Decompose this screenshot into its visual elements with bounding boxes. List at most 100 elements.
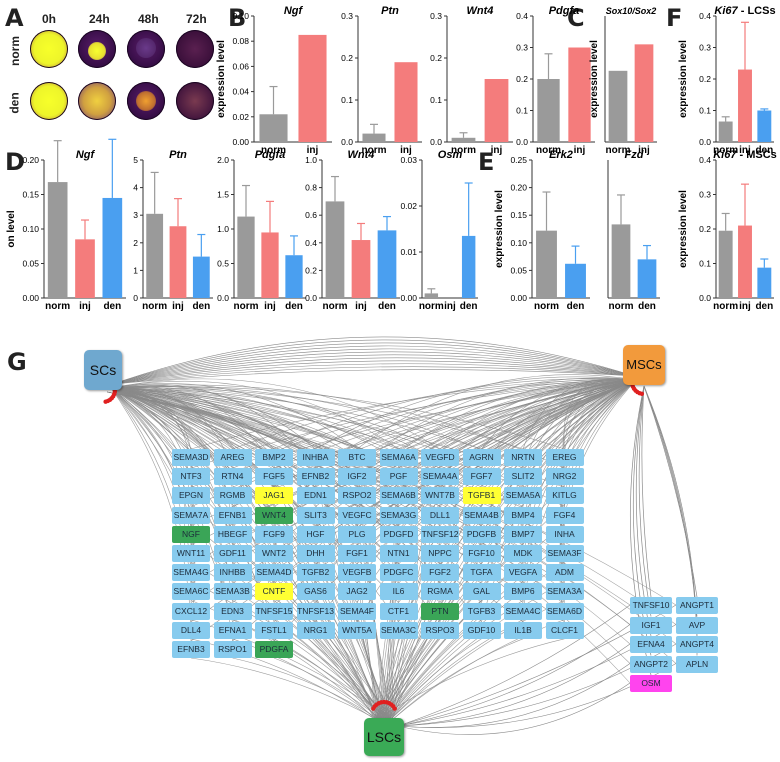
y-tick-label: 0.25 (510, 155, 527, 165)
y-axis-label: expression level (494, 190, 505, 268)
gene-tgfb2: TGFB2 (296, 564, 335, 582)
gene-vegfc: VEGFC (338, 506, 376, 524)
edge-mscs (273, 378, 637, 450)
y-tick-label: 0.10 (22, 224, 39, 234)
bar-norm (718, 230, 733, 298)
y-axis-label: on level (6, 210, 17, 247)
gene-edn1: EDN1 (296, 487, 335, 505)
x-tick-label: inj (739, 145, 751, 156)
edge-mscs (315, 379, 637, 469)
gene-fgf10: FGF10 (462, 545, 501, 562)
gene-cntf: CNTF (255, 583, 293, 601)
y-tick-label: 0.1 (341, 95, 353, 105)
x-tick-label: norm (45, 301, 70, 312)
gene-rspo3: RSPO3 (421, 621, 459, 639)
edge-lscs (375, 638, 565, 721)
gene-inhbb: INHBB (213, 564, 252, 582)
y-tick-label: 1.0 (217, 224, 229, 234)
gene-tgfb1: TGFB1 (462, 487, 501, 505)
gene-vegfb: VEGFB (338, 564, 376, 582)
edge-scs-mscs (112, 369, 635, 385)
x-tick-label: inj (264, 301, 276, 312)
gene-btc: BTC (338, 449, 376, 466)
bar-norm (424, 293, 439, 298)
y-tick-label: 0.02 (232, 112, 249, 122)
x-tick-label: norm (419, 301, 444, 312)
x-tick-label: den (755, 145, 773, 156)
node-scs: SCs (84, 350, 122, 390)
edge-lscs (397, 682, 631, 735)
x-tick-label: den (460, 301, 478, 312)
x-tick-label: inj (574, 145, 586, 156)
bar-den (192, 256, 210, 298)
y-tick-label: 0.02 (400, 201, 417, 211)
gene-osm: OSM (630, 675, 672, 692)
gene-agrn: AGRN (462, 449, 501, 466)
x-tick-label: norm (609, 301, 634, 312)
edge-lscs (387, 638, 441, 721)
gene-dll1: DLL1 (421, 506, 459, 524)
gene-sema4d: SEMA4D (255, 564, 293, 582)
gene-nrg1: NRG1 (296, 621, 335, 639)
x-tick-label: norm (534, 301, 559, 312)
gene-jag2: JAG2 (338, 583, 376, 601)
gene-pdgfc: PDGFC (379, 564, 418, 582)
edge-mscs (356, 377, 637, 469)
gene-igf1: IGF1 (630, 616, 672, 634)
y-tick-label: 0.3 (341, 11, 353, 21)
x-tick-label: norm (606, 145, 631, 156)
x-tick-label: norm (713, 145, 738, 156)
bar-den (565, 263, 586, 298)
chart-title: Fzd (625, 149, 644, 161)
y-tick-label: 2.0 (217, 155, 229, 165)
chart-title: Ptn (169, 149, 187, 161)
y-tick-label: 0.0 (341, 137, 353, 147)
y-tick-label: 0.05 (510, 265, 527, 275)
x-tick-label: norm (713, 301, 738, 312)
y-tick-label: 0.00 (22, 293, 39, 303)
gene-hgf: HGF (296, 525, 335, 543)
edge-mscs (641, 385, 652, 598)
gene-sema4b: SEMA4B (462, 506, 501, 524)
bar-inj (169, 226, 187, 298)
y-tick-label: 1.5 (217, 190, 229, 200)
gene-mdk: MDK (504, 545, 542, 562)
panel-letter-e: E (478, 148, 495, 176)
y-tick-label: 3 (133, 210, 138, 220)
y-tick-label: 0.4 (699, 11, 711, 21)
chart-title: Pdgfa (549, 5, 580, 17)
gene-sema6b: SEMA6B (379, 487, 418, 505)
gene-angpt1: ANGPT1 (676, 597, 718, 614)
gene-tgfa: TGFA (462, 564, 501, 582)
edge-mscs (643, 385, 698, 656)
x-tick-label: inj (355, 301, 367, 312)
bar-norm (237, 216, 255, 298)
y-tick-label: 0.1 (516, 106, 528, 116)
chart-title: Ngf (284, 5, 304, 17)
y-tick-label: 0.0 (305, 293, 317, 303)
gene-angpt2: ANGPT2 (630, 655, 672, 673)
edge-lscs (389, 638, 482, 721)
gene-dll4: DLL4 (172, 621, 210, 639)
gene-fgf7: FGF7 (462, 468, 501, 486)
y-tick-label: 0.15 (510, 210, 527, 220)
gene-wnt5a: WNT5A (338, 621, 376, 639)
gene-clcf1: CLCF1 (545, 621, 584, 639)
y-tick-label: 0.2 (699, 74, 711, 84)
edge-lscs (315, 638, 383, 721)
y-tick-label: 0.3 (430, 11, 442, 21)
gene-angpt4: ANGPT4 (676, 636, 718, 653)
x-tick-label: norm (234, 301, 259, 312)
y-tick-label: 0.15 (22, 190, 39, 200)
edge-mscs (439, 379, 637, 546)
x-tick-label: norm (451, 145, 476, 156)
bar-den (102, 197, 123, 298)
edge-scs (106, 391, 677, 664)
chart-title: Ki67 - LCSs (714, 5, 775, 17)
edge-lscs (397, 643, 631, 727)
gene-fgf9: FGF9 (255, 525, 293, 543)
bar-inj (261, 232, 279, 298)
